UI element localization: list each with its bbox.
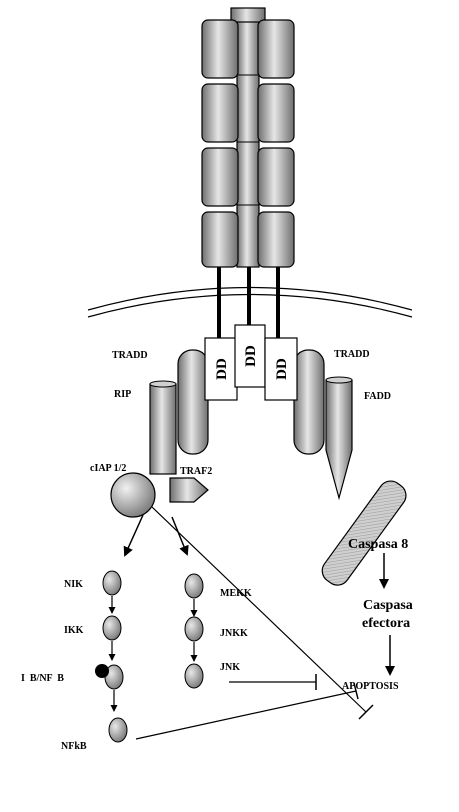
label-caspasa-line2: efectora	[362, 616, 410, 631]
ciap-sphere	[111, 473, 155, 517]
tnf-left-block-4	[202, 212, 238, 267]
tnf-right-block-2	[258, 84, 294, 142]
tnf-right-block-4	[258, 212, 294, 267]
arrow-ciap-to-nik	[125, 515, 143, 555]
nfkb-oval	[109, 718, 127, 742]
label-mekk: MEKK	[220, 588, 252, 599]
tnf-right-block-1	[258, 20, 294, 78]
tradd-right-shape	[294, 350, 324, 454]
caspase8-shape	[317, 476, 410, 590]
label-nik: NIK	[64, 579, 83, 590]
inhibit-ciap-apoptosis	[152, 507, 373, 719]
ikk-oval	[103, 616, 121, 640]
label-fadd: FADD	[364, 391, 391, 402]
label-ciap: cIAP 1/2	[90, 463, 126, 474]
mekk-oval	[185, 574, 203, 598]
label-caspasa8: Caspasa 8	[348, 537, 408, 552]
ikb-dot	[95, 664, 109, 678]
tnf-left-block-1	[202, 20, 238, 78]
label-traf2: TRAF2	[180, 466, 212, 477]
label-caspasa-line1: Caspasa	[363, 598, 413, 613]
label-apoptosis: APOPTOSIS	[342, 681, 399, 692]
dd-label-center: DD	[243, 345, 259, 367]
label-ikk: IKK	[64, 625, 84, 636]
rip-shape	[150, 381, 176, 474]
arrow-ciap-to-mekk	[172, 517, 187, 554]
inhibit-jnk-apoptosis	[229, 674, 316, 690]
traf2-shape	[170, 478, 208, 502]
nik-oval	[103, 571, 121, 595]
label-jnk: JNK	[220, 662, 240, 673]
dd-label-right: DD	[274, 358, 290, 380]
label-tradd-right: TRADD	[334, 349, 370, 360]
tnf-left-block-2	[202, 84, 238, 142]
tnf-center-column	[237, 22, 259, 267]
label-tradd-left: TRADD	[112, 350, 148, 361]
dd-label-left: DD	[214, 358, 230, 380]
tnf-right-block-3	[258, 148, 294, 206]
label-ikb-nfkb: I B/NF B	[21, 673, 64, 684]
label-jnkk: JNKK	[220, 628, 248, 639]
fadd-shape	[326, 377, 352, 498]
inhibit-nfkb-apoptosis	[136, 683, 358, 739]
tnf-trimer	[202, 8, 294, 267]
jnkk-oval	[185, 617, 203, 641]
tradd-left-shape	[178, 350, 208, 454]
label-nfkb: NFkB	[61, 741, 87, 752]
tnf-left-block-3	[202, 148, 238, 206]
jnk-oval	[185, 664, 203, 688]
label-rip: RIP	[114, 389, 131, 400]
